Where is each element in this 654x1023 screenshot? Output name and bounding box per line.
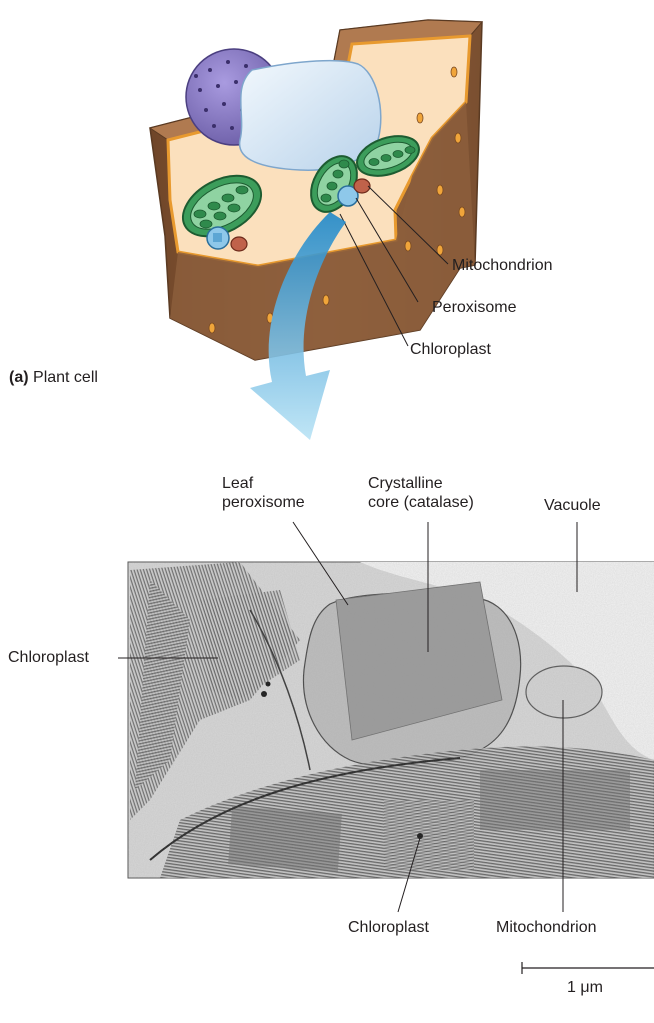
label-crystalline-core-line2: core (catalase) [368, 493, 474, 512]
label-leaf-peroxisome-line2: peroxisome [222, 493, 305, 512]
mitochondrion-left [231, 237, 247, 251]
electron-micrograph [128, 562, 654, 878]
label-leaf-peroxisome: Leaf peroxisome [222, 474, 305, 512]
label-mitochondrion-a: Mitochondrion [452, 256, 553, 275]
panel-a-letter: (a) [9, 369, 29, 386]
label-peroxisome-a: Peroxisome [432, 298, 516, 317]
label-chloroplast-a: Chloroplast [410, 340, 491, 359]
panel-a-caption: (a) Plant cell [9, 368, 98, 387]
label-chloroplast-bottom: Chloroplast [348, 918, 429, 937]
scale-bar-label: 1 μm [567, 978, 603, 997]
label-chloroplast-left: Chloroplast [8, 648, 89, 667]
label-leaf-peroxisome-line1: Leaf [222, 474, 305, 493]
label-crystalline-core-line1: Crystalline [368, 474, 474, 493]
label-mitochondrion-b: Mitochondrion [496, 918, 597, 937]
label-vacuole: Vacuole [544, 496, 601, 515]
panel-a-caption-text: Plant cell [33, 369, 98, 386]
scale-bar [522, 962, 654, 974]
mitochondrion-center [354, 179, 370, 193]
label-crystalline-core: Crystalline core (catalase) [368, 474, 474, 512]
